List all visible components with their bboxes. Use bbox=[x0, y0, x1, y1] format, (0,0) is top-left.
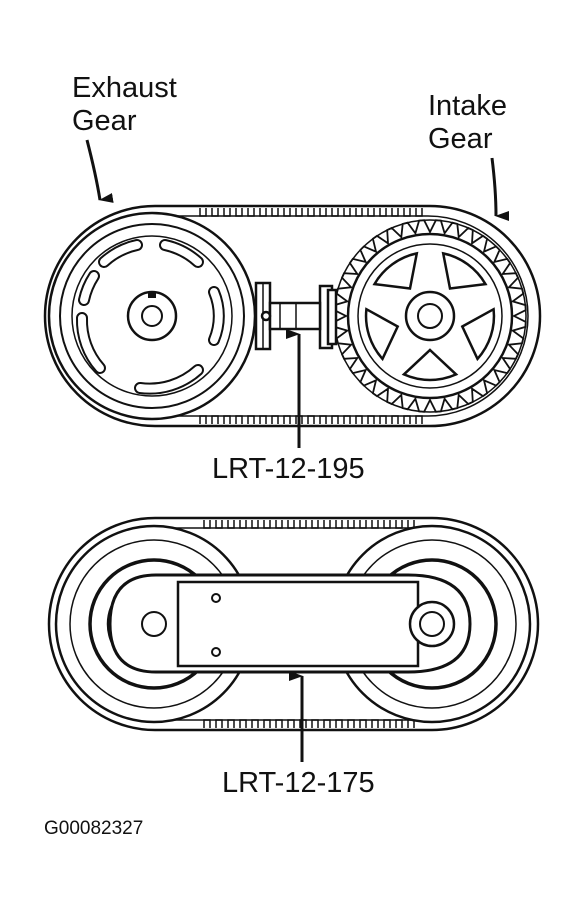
tool-label-lrt-12-175: LRT-12-175 bbox=[222, 767, 375, 799]
timing-belt-bottom bbox=[47, 516, 540, 732]
timing-belt-top bbox=[43, 204, 542, 428]
exhaust-gear-label: Exhaust Gear bbox=[72, 72, 177, 138]
intake-label-line2: Gear bbox=[428, 123, 493, 155]
tool-label-lrt-12-195: LRT-12-195 bbox=[212, 453, 365, 485]
intake-gear-label: Intake Gear bbox=[428, 90, 507, 156]
locking-tool-lrt-12-175 bbox=[108, 573, 472, 674]
exhaust-label-line1: Exhaust bbox=[72, 72, 177, 104]
intake-label-line1: Intake bbox=[428, 90, 507, 122]
arrow-exhaust-gear bbox=[85, 139, 114, 203]
figure-id: G00082327 bbox=[44, 818, 144, 839]
arrow-intake-gear bbox=[490, 157, 510, 221]
intake-gear bbox=[333, 219, 527, 413]
exhaust-label-line2: Gear bbox=[72, 105, 137, 137]
exhaust-gear bbox=[47, 211, 257, 421]
locking-tool-lrt-12-195 bbox=[254, 281, 338, 351]
bottom-assembly bbox=[47, 516, 540, 762]
top-assembly bbox=[43, 204, 542, 448]
